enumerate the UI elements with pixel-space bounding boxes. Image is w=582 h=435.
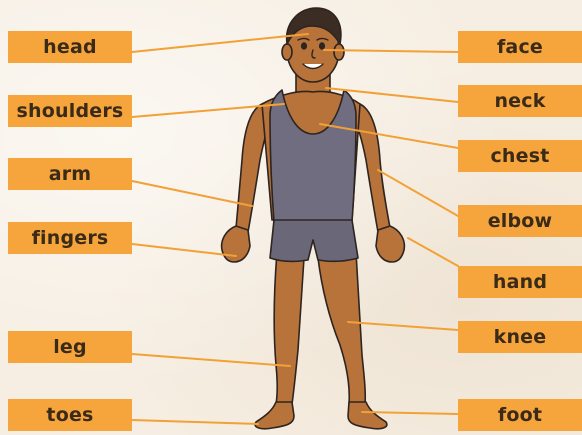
line-foot (362, 412, 458, 414)
line-toes (132, 420, 258, 424)
label-elbow: elbow (458, 205, 582, 237)
label-leg: leg (8, 331, 132, 363)
right-ear (334, 44, 344, 60)
line-elbow (378, 170, 458, 216)
label-toes: toes (8, 399, 132, 431)
line-arm (132, 181, 252, 206)
right-foot (348, 402, 387, 429)
line-fingers (132, 244, 236, 256)
line-leg (132, 354, 290, 366)
label-fingers: fingers (8, 222, 132, 254)
label-hand: hand (458, 266, 582, 298)
label-head: head (8, 31, 132, 63)
right-hand (376, 226, 404, 262)
label-foot: foot (458, 399, 582, 431)
label-face: face (458, 31, 582, 63)
label-shoulders: shoulders (8, 95, 132, 127)
line-knee (348, 322, 458, 330)
line-hand (408, 238, 458, 266)
right-leg (318, 252, 365, 404)
left-foot (255, 402, 294, 429)
shorts (270, 220, 358, 261)
left-ear (282, 44, 292, 60)
label-neck: neck (458, 85, 582, 117)
label-chest: chest (458, 140, 582, 172)
label-arm: arm (8, 158, 132, 190)
left-leg (274, 252, 304, 404)
label-knee: knee (458, 321, 582, 353)
